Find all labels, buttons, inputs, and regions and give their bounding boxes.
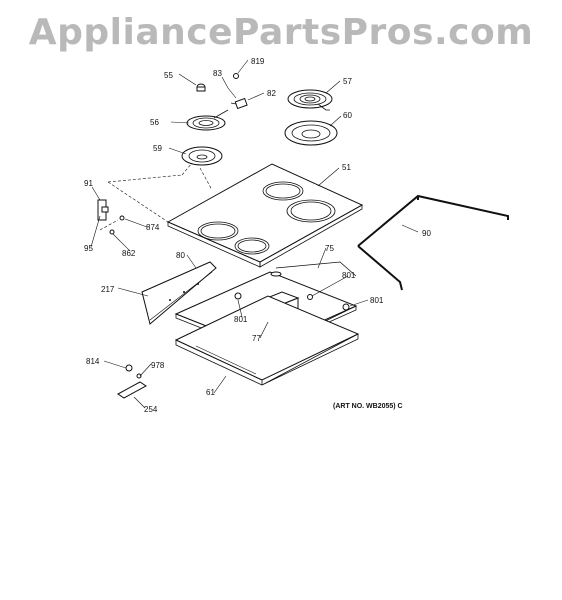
label-part-61: 61 — [206, 388, 215, 397]
drip-pan-59 — [181, 146, 223, 166]
label-part-80: 80 — [176, 251, 185, 260]
label-part-57: 57 — [343, 77, 352, 86]
drip-pan-60 — [284, 120, 338, 146]
label-part-862: 862 — [122, 249, 136, 258]
wire-harness-90 — [357, 194, 509, 291]
side-rail-217 — [141, 261, 217, 325]
clip-801-a — [234, 292, 242, 300]
label-part-60: 60 — [343, 111, 352, 120]
knob-55 — [196, 83, 206, 92]
art-number: (ART NO. WB2055) C — [333, 403, 403, 410]
surface-element-56 — [186, 109, 229, 131]
label-part-801-right: 801 — [370, 296, 384, 305]
label-part-56: 56 — [150, 118, 159, 127]
label-part-819: 819 — [251, 57, 265, 66]
terminal-strip-254 — [117, 364, 147, 399]
label-part-82: 82 — [267, 89, 276, 98]
clip-801-b — [307, 294, 313, 300]
screw-819 — [233, 73, 239, 79]
label-part-90: 90 — [422, 229, 431, 238]
label-part-801-left: 801 — [234, 315, 248, 324]
label-part-874: 874 — [146, 223, 160, 232]
clip-801-c — [342, 303, 350, 311]
label-part-814: 814 — [86, 357, 100, 366]
label-part-801-mid: 801 — [342, 271, 356, 280]
cooktop-51 — [166, 163, 364, 268]
label-part-51: 51 — [342, 163, 351, 172]
receptacle-82 — [230, 97, 248, 110]
surface-element-57 — [287, 89, 333, 111]
watermark-text: AppliancePartsPros.com — [28, 12, 534, 53]
bracket-91 — [97, 199, 125, 235]
label-part-91: 91 — [84, 179, 93, 188]
bottom-panel-61 — [174, 295, 360, 386]
label-part-978: 978 — [151, 361, 165, 370]
label-part-254: 254 — [144, 405, 158, 414]
label-part-217: 217 — [101, 285, 115, 294]
label-part-83: 83 — [213, 69, 222, 78]
label-part-77: 77 — [252, 334, 261, 343]
label-part-55: 55 — [164, 71, 173, 80]
label-part-75: 75 — [325, 244, 334, 253]
label-part-95: 95 — [84, 244, 93, 253]
leader-lines — [90, 59, 419, 409]
label-part-59: 59 — [153, 144, 162, 153]
